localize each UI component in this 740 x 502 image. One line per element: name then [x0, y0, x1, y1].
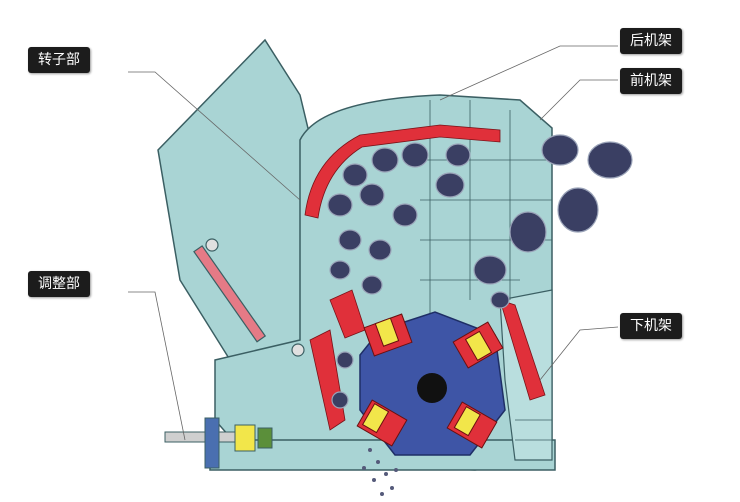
adjustment-screw [164, 417, 273, 469]
leader-lines [128, 45, 619, 441]
label-rear-frame: 后机架 [620, 28, 682, 54]
falling-grit [362, 448, 398, 496]
rotor-shaft [417, 373, 447, 403]
label-lower-frame: 下机架 [620, 313, 682, 339]
rotor-hammers [356, 313, 504, 449]
rock-particles [327, 134, 633, 409]
label-rotor: 转子部 [28, 47, 90, 73]
label-front-frame: 前机架 [620, 68, 682, 94]
adjustment-rod [193, 238, 305, 357]
label-adjust: 调整部 [28, 271, 90, 297]
rear-liner-plates [304, 124, 501, 219]
